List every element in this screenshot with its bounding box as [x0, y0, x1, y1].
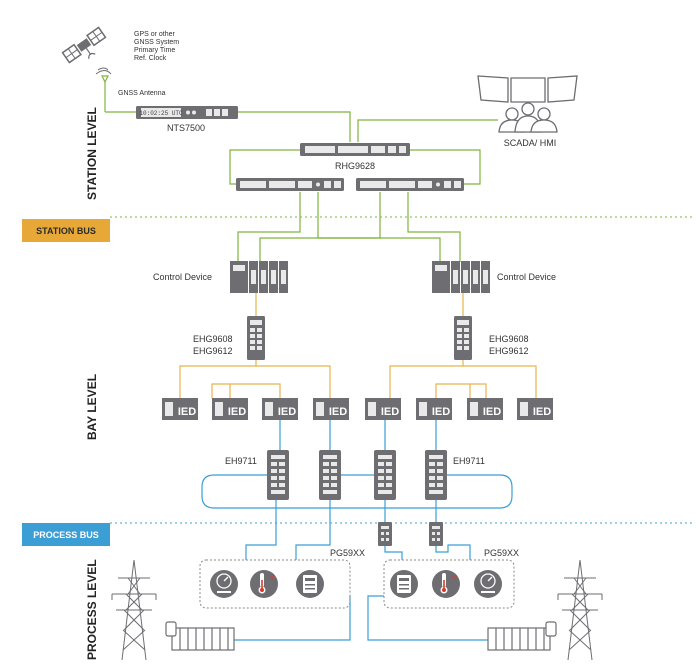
- thermometer-icon-left: °C: [250, 570, 278, 598]
- gnss-text-3: Primary Time: [134, 47, 175, 54]
- station-level-label: STATION LEVEL: [85, 107, 99, 200]
- eh9711-switch-1: [267, 450, 289, 500]
- merging-unit-group-right: [383, 559, 515, 609]
- ied-label-2: IED: [228, 406, 246, 418]
- process-level-label: PROCESS LEVEL: [85, 559, 99, 660]
- svg-text:°C: °C: [451, 576, 458, 582]
- ehg-left-label-2: EHG9612: [193, 346, 233, 356]
- station-switch-right: [356, 178, 464, 191]
- control-device-left: [230, 261, 288, 293]
- gnss-text-2: GNSS System: [134, 39, 179, 46]
- control-device-right-label: Control Device: [497, 272, 556, 282]
- ehg-switch-right: [454, 316, 472, 360]
- gauge-icon-right: [474, 570, 502, 598]
- merging-unit-icon-right: [390, 570, 418, 598]
- ied-label-5: IED: [381, 406, 399, 418]
- ied-label-8: IED: [533, 406, 551, 418]
- scada-hmi-label: SCADA/ HMI: [504, 138, 557, 148]
- ied-device-3: IED: [262, 398, 298, 420]
- ied-label-1: IED: [178, 406, 196, 418]
- clock-display: 10:02:25 UTC: [139, 110, 183, 117]
- merging-unit-group-left: [199, 559, 351, 609]
- station-switch-left: [236, 178, 344, 191]
- transformer-icon-left: [165, 621, 235, 651]
- transformer-icon-right: [487, 621, 557, 651]
- gauge-icon-left: [210, 570, 238, 598]
- svg-text:°C: °C: [269, 576, 276, 582]
- ehg-right-label-2: EHG9612: [489, 346, 529, 356]
- pg59xx-right-label: PG59XX: [484, 548, 519, 558]
- pg59xx-switch-right: [429, 522, 443, 546]
- ied-label-4: IED: [329, 406, 347, 418]
- station-network-links: [229, 111, 498, 262]
- rhg9628-label: RHG9628: [335, 161, 375, 171]
- ied-device-1: IED: [162, 398, 198, 420]
- control-device-left-label: Control Device: [153, 272, 212, 282]
- ied-label-3: IED: [278, 406, 296, 418]
- bay-network-links: [179, 293, 537, 398]
- eh9711-switch-3: [374, 450, 396, 500]
- eh9711-switch-4: [425, 450, 447, 500]
- ied-device-6: IED: [416, 398, 452, 420]
- control-device-right: [432, 261, 490, 293]
- ied-device-4: IED: [313, 398, 349, 420]
- power-pylon-icon-left: [111, 559, 157, 661]
- pg59xx-switch-left: [378, 522, 392, 546]
- ied-device-2: IED: [212, 398, 248, 420]
- pg59xx-left-label: PG59XX: [330, 548, 365, 558]
- antenna-icon: [101, 75, 136, 113]
- process-network-links: [201, 420, 513, 641]
- bay-level-label: BAY LEVEL: [85, 374, 99, 440]
- satellite-icon: [61, 26, 107, 64]
- nts7500-label: NTS7500: [167, 123, 205, 133]
- scada-hmi-icon: [477, 75, 578, 133]
- ied-device-7: IED: [467, 398, 503, 420]
- station-bus-text: STATION BUS: [36, 226, 96, 236]
- rhg9628-switch: [300, 143, 410, 156]
- station-bus-badge: [22, 219, 110, 242]
- ied-label-7: IED: [483, 406, 501, 418]
- thermometer-icon-right: °C: [432, 570, 460, 598]
- ied-device-5: IED: [365, 398, 401, 420]
- ied-label-6: IED: [432, 406, 450, 418]
- process-bus-badge: [22, 523, 110, 546]
- signal-waves-icon: [95, 67, 112, 75]
- gnss-text-1: GPS or other: [134, 31, 176, 38]
- ied-device-8: IED: [517, 398, 553, 420]
- ehg-left-label-1: EHG9608: [193, 334, 233, 344]
- eh9711-switch-2: [319, 450, 341, 500]
- gnss-text-4: Ref. Clock: [134, 55, 167, 62]
- power-pylon-icon-right: [557, 559, 603, 661]
- ehg-switch-left: [247, 316, 265, 360]
- eh9711-right-label: EH9711: [453, 456, 485, 466]
- eh9711-left-label: EH9711: [225, 456, 257, 466]
- ehg-right-label-1: EHG9608: [489, 334, 529, 344]
- process-bus-text: PROCESS BUS: [33, 530, 99, 540]
- nts7500-device: 10:02:25 UTC: [136, 106, 238, 119]
- gnss-antenna-label: GNSS Antenna: [118, 90, 166, 97]
- merging-unit-icon-left: [296, 570, 324, 598]
